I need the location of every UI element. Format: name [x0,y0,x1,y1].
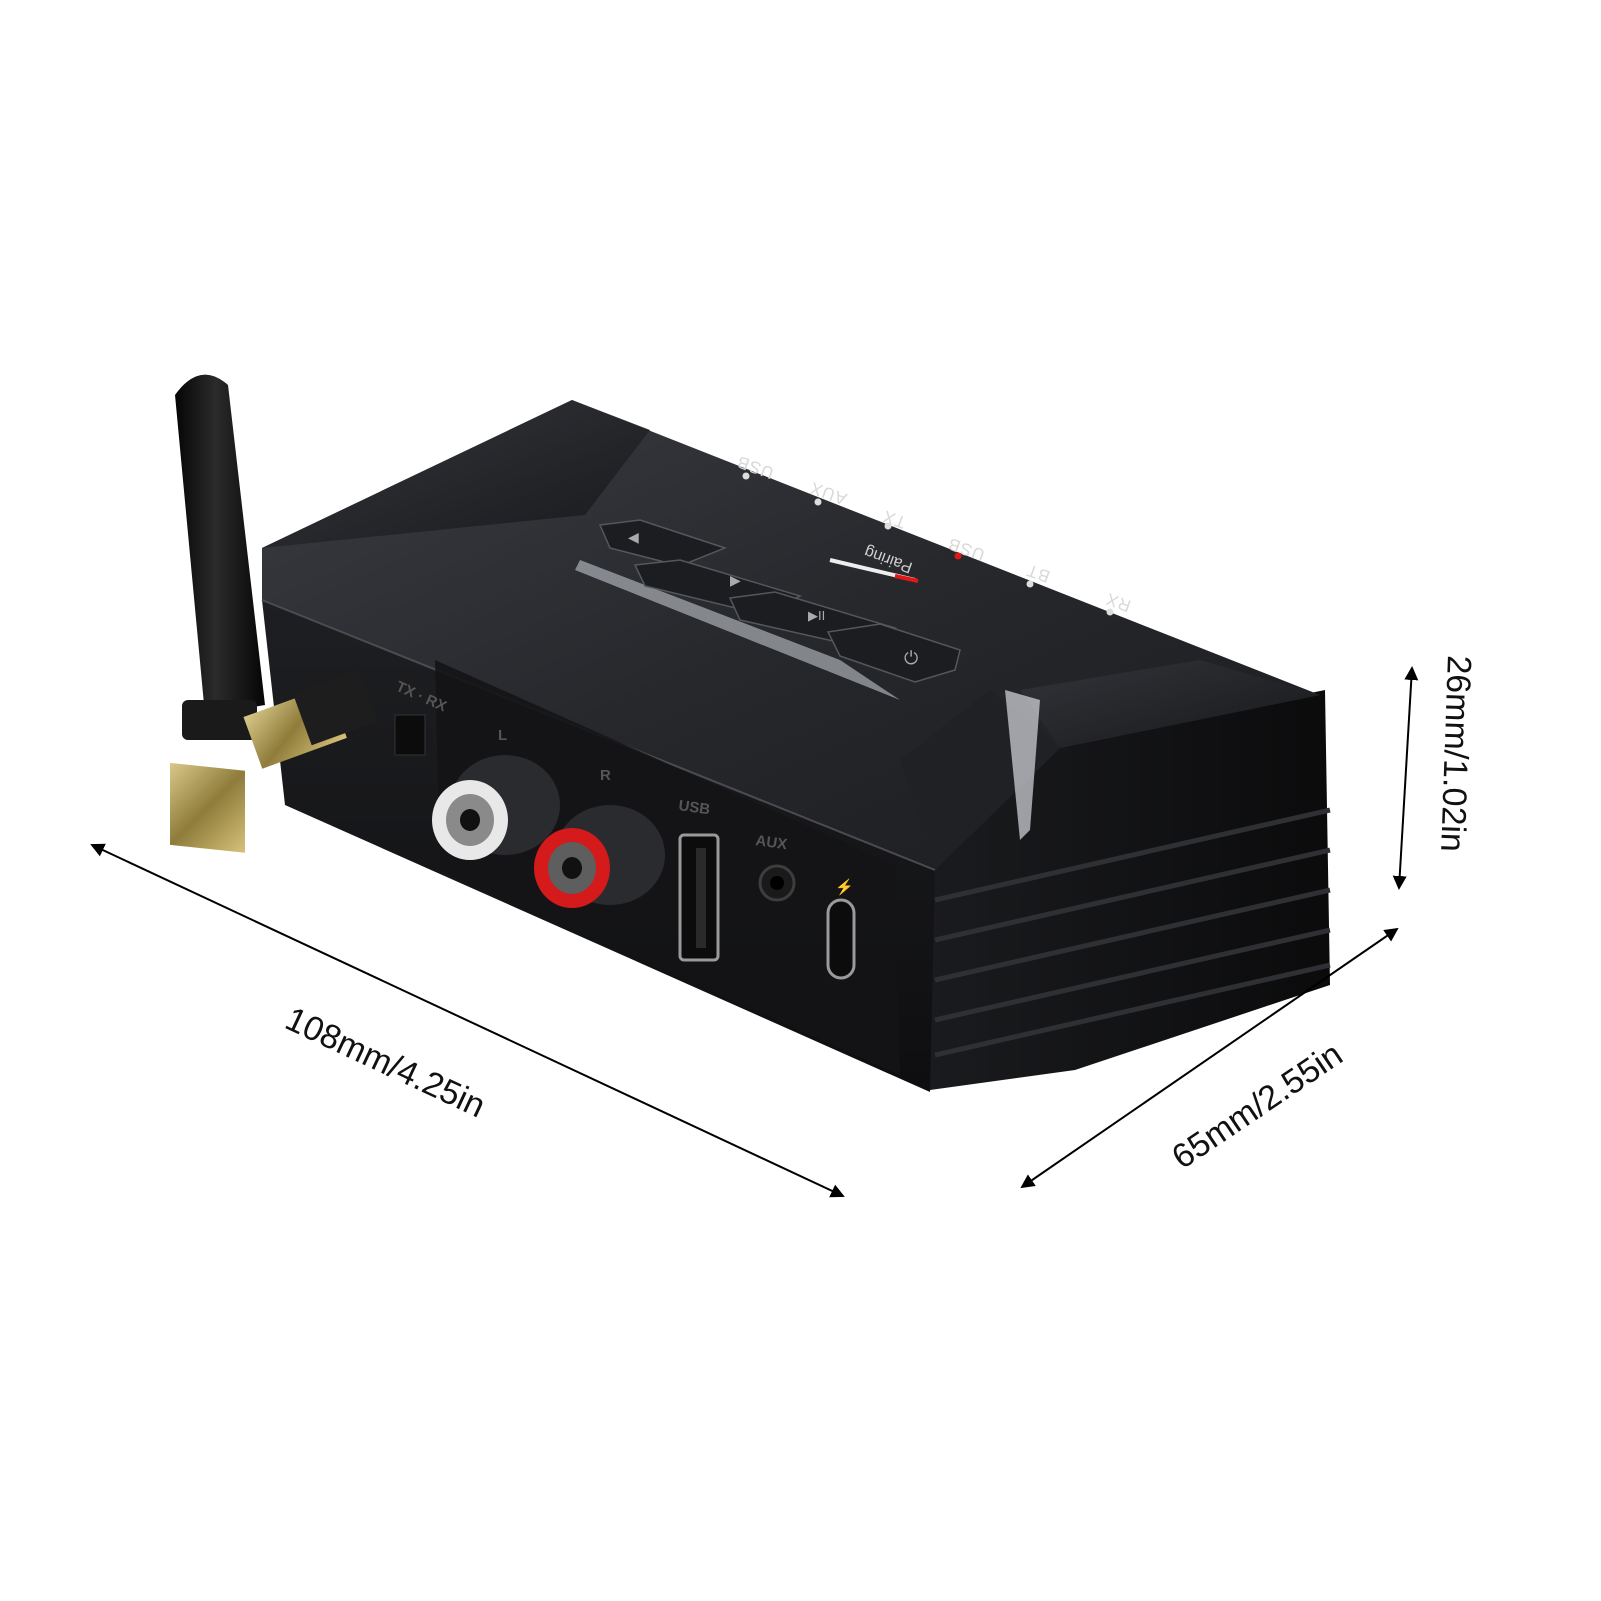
power-icon: ⏻ [904,648,918,668]
aux-jack[interactable] [758,864,796,902]
play-pause-icon: ▶II [808,608,825,623]
antenna [170,374,378,853]
svg-text:R: R [600,767,611,784]
height-label: 26mm/1.02in [1433,655,1478,853]
usb-c-port[interactable] [826,898,856,980]
next-icon: ▶ [730,572,741,588]
previous-button[interactable]: ◀ [598,519,728,567]
indicator-led-tx [884,522,892,530]
length-label: 108mm/4.25in [280,1000,491,1126]
mode-switch[interactable] [394,714,426,756]
rca-right-label: R [600,767,611,784]
indicator-led-bt [1026,580,1034,588]
antenna-connector [170,669,378,853]
usb-port-label: USB [677,797,711,818]
indicator-led-usb-input [742,472,750,480]
pairing-light-red [894,574,919,583]
control-buttons: ◀ ▶ ▶II ⏻ [598,519,961,683]
rca-left-jack[interactable] [432,755,560,860]
usb-a-port[interactable] [678,833,720,962]
charge-port-label: ⚡ [835,878,854,896]
dimension-height: 26mm/1.02in [1392,655,1478,890]
previous-icon: ◀ [628,529,639,545]
power-button[interactable]: ⏻ [826,623,961,683]
rca-left-label: L [498,727,507,744]
indicator-led-rx [1106,608,1114,616]
svg-text:USB: USB [677,797,711,818]
indicator-led-aux [814,498,822,506]
width-label: 65mm/2.55in [1165,1035,1349,1176]
svg-text:L: L [498,727,507,744]
svg-text:⚡: ⚡ [835,878,854,896]
indicator-led-usb [954,552,962,560]
